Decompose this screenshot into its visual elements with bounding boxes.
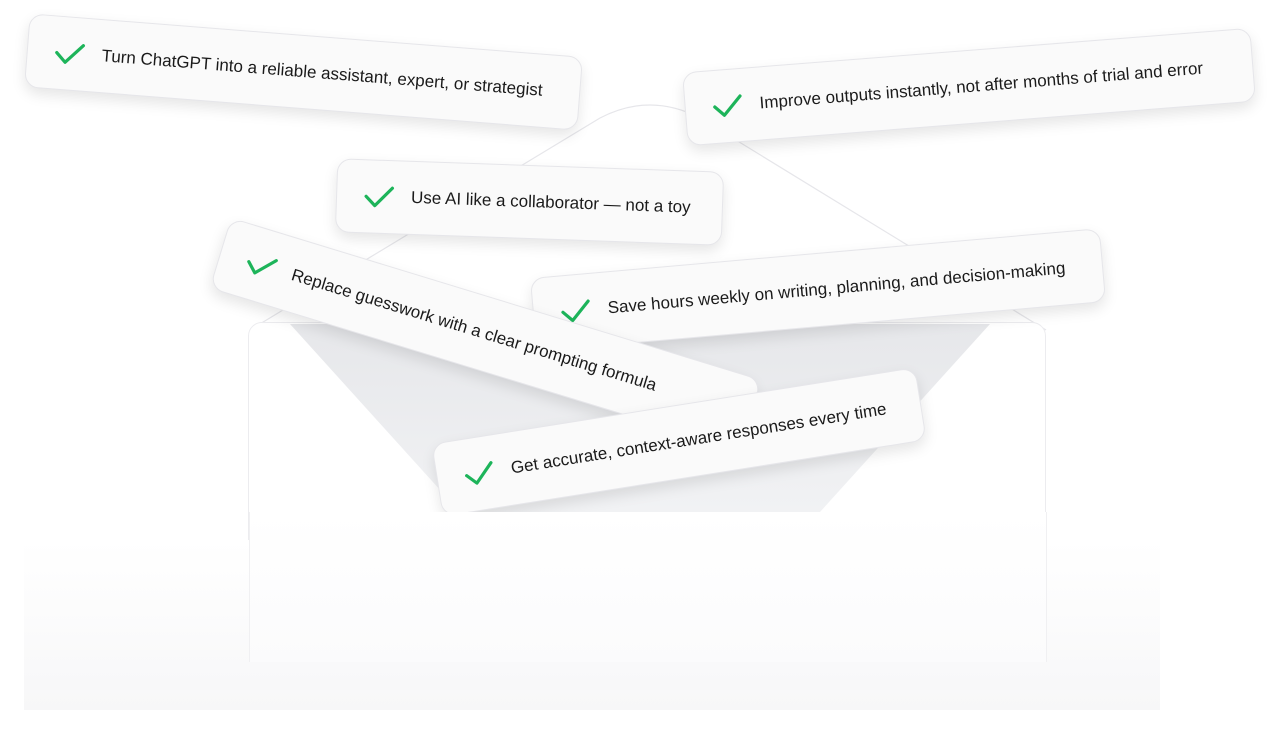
benefit-card-4: Replace guesswork with a clear prompting…	[209, 217, 762, 451]
benefit-card-3: Use AI like a collaborator — not a toy	[334, 158, 725, 246]
benefit-card-1: Turn ChatGPT into a reliable assistant, …	[23, 13, 584, 131]
benefit-card-5: Save hours weekly on writing, planning, …	[529, 228, 1107, 352]
check-icon	[561, 299, 590, 323]
check-icon	[247, 259, 278, 275]
check-icon	[465, 461, 493, 485]
check-icon	[55, 44, 85, 64]
check-icon	[713, 94, 742, 117]
benefit-card-6: Get accurate, context-aware responses ev…	[431, 367, 927, 517]
check-icon	[364, 186, 394, 208]
benefit-text: Turn ChatGPT into a reliable assistant, …	[100, 46, 544, 100]
envelope-front-pocket	[249, 512, 1047, 662]
benefit-text: Save hours weekly on writing, planning, …	[606, 258, 1067, 318]
benefit-card-2: Improve outputs instantly, not after mon…	[681, 27, 1257, 147]
benefit-text: Improve outputs instantly, not after mon…	[758, 58, 1204, 113]
benefit-text: Use AI like a collaborator — not a toy	[410, 187, 691, 217]
